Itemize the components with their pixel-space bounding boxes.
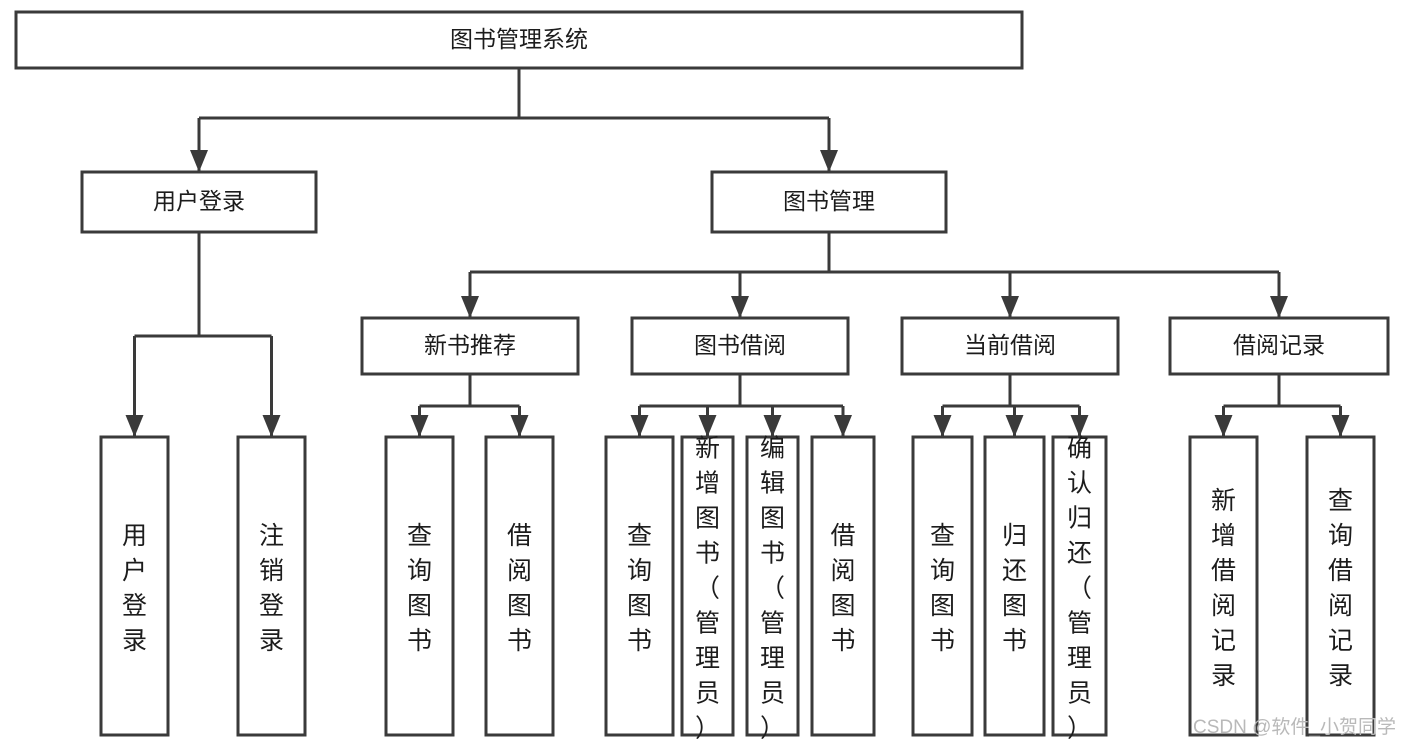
node-label: 查询图书 [930,522,955,655]
connector-arrowhead-icon [933,415,952,437]
connector-arrowhead-icon [630,415,649,437]
node-leaf-user-login[interactable]: 用户登录 [99,435,170,737]
connector-arrowhead-icon [1005,415,1024,437]
node-box [1188,435,1259,737]
node-label: 用户登录 [122,522,147,655]
node-user-login[interactable]: 用户登录 [80,170,318,234]
node-layer: 图书管理系统用户登录图书管理新书推荐图书借阅当前借阅借阅记录用户登录注销登录查询… [14,10,1390,743]
connector-layer [125,68,1350,437]
node-label: 当前借阅 [964,332,1056,358]
node-label: 归还图书 [1002,522,1027,655]
node-box [14,10,1024,70]
node-leaf-current-query-book[interactable]: 查询图书 [911,435,974,737]
node-box [911,435,974,737]
node-box [710,170,948,234]
connector-arrowhead-icon [763,415,782,437]
node-borrow-record[interactable]: 借阅记录 [1168,316,1390,376]
node-leaf-record-add[interactable]: 新增借阅记录 [1188,435,1259,737]
node-box [745,435,800,737]
node-box [900,316,1120,376]
node-label: 图书管理系统 [450,26,588,52]
node-book-borrow[interactable]: 图书借阅 [630,316,850,376]
connector-arrowhead-icon [1214,415,1233,437]
node-label: 新增借阅记录 [1211,487,1236,690]
node-label: 查询图书 [627,522,652,655]
node-leaf-borrow-borrow-book[interactable]: 借阅图书 [810,435,876,737]
connector-arrowhead-icon [1331,415,1350,437]
node-box [604,435,675,737]
node-box [384,435,455,737]
connector-arrowhead-icon [461,296,479,318]
node-box [1305,435,1376,737]
connector-arrowhead-icon [510,415,529,437]
node-label: 借阅记录 [1233,332,1325,358]
node-label: 用户登录 [153,188,245,214]
node-box [680,435,735,737]
node-box [360,316,580,376]
node-leaf-current-return-book[interactable]: 归还图书 [983,435,1046,737]
node-leaf-borrow-query-book[interactable]: 查询图书 [604,435,675,737]
connector-arrowhead-icon [125,415,144,437]
node-box [810,435,876,737]
node-label: 新书推荐 [424,332,516,358]
node-box [1051,435,1108,737]
node-leaf-rec-query-book[interactable]: 查询图书 [384,435,455,737]
node-label: 新增图书（管理员） [695,435,720,743]
node-box [1168,316,1390,376]
node-new-book-recommend[interactable]: 新书推荐 [360,316,580,376]
node-box [99,435,170,737]
node-leaf-current-confirm-return[interactable]: 确认归还（管理员） [1051,435,1108,743]
node-leaf-rec-borrow-book[interactable]: 借阅图书 [484,435,555,737]
node-current-borrow[interactable]: 当前借阅 [900,316,1120,376]
connector-arrowhead-icon [698,415,717,437]
node-label: 图书管理 [783,188,875,214]
node-label: 确认归还（管理员） [1067,435,1092,743]
node-label: 查询图书 [407,522,432,655]
node-label: 查询借阅记录 [1328,487,1353,690]
node-box [983,435,1046,737]
connector-arrowhead-icon [820,150,838,172]
node-label: 编辑图书（管理员） [760,435,785,743]
node-leaf-borrow-edit-book[interactable]: 编辑图书（管理员） [745,435,800,743]
node-box [236,435,307,737]
node-label: 借阅图书 [830,522,855,655]
node-box [484,435,555,737]
node-box [80,170,318,234]
node-book-manage[interactable]: 图书管理 [710,170,948,234]
connector-arrowhead-icon [731,296,749,318]
node-leaf-user-logout[interactable]: 注销登录 [236,435,307,737]
connector-arrowhead-icon [410,415,429,437]
node-leaf-borrow-add-book[interactable]: 新增图书（管理员） [680,435,735,743]
node-label: 图书借阅 [694,332,786,358]
node-label: 借阅图书 [507,522,532,655]
node-leaf-record-query[interactable]: 查询借阅记录 [1305,435,1376,737]
csdn-watermark: CSDN @软件_小贺同学 [1193,716,1396,738]
connector-arrowhead-icon [262,415,281,437]
connector-arrowhead-icon [1270,296,1288,318]
connector-arrowhead-icon [1001,296,1019,318]
connector-arrowhead-icon [1070,415,1089,437]
node-box [630,316,850,376]
connector-arrowhead-icon [834,415,852,437]
node-label: 注销登录 [259,522,284,655]
node-root[interactable]: 图书管理系统 [14,10,1024,70]
connector-arrowhead-icon [190,150,208,172]
